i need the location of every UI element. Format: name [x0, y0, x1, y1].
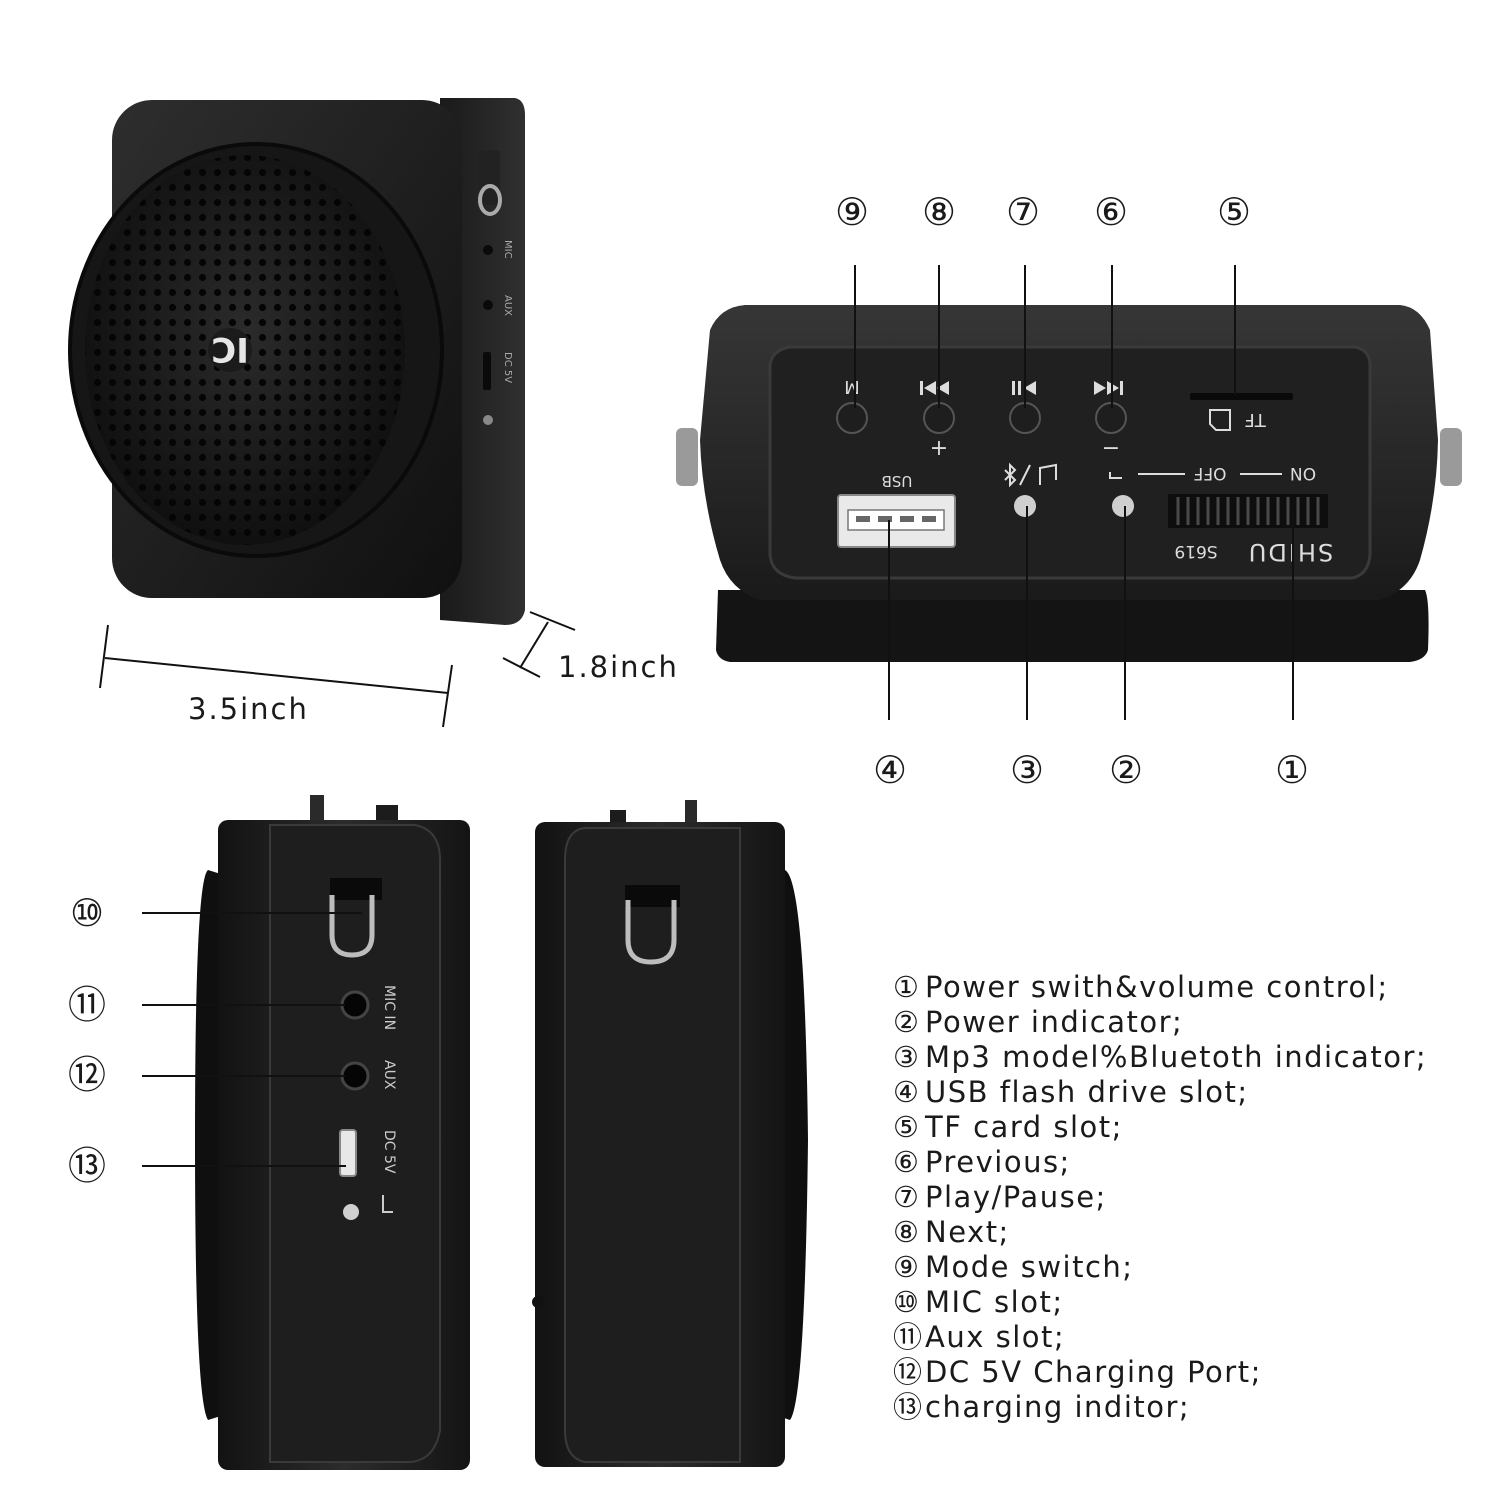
- front-aux-label: AUX: [502, 295, 513, 316]
- on-label: ON: [1290, 463, 1316, 483]
- side-mic-in-label: MIC IN: [381, 985, 397, 1030]
- charging-indicator: [343, 1204, 359, 1220]
- front-dc-label: DC 5V: [502, 352, 513, 383]
- dc5v-port: [339, 1129, 357, 1177]
- width-dimension-label: 3.5inch: [188, 692, 309, 726]
- callout-4: ④: [872, 748, 908, 792]
- callout-13: ⑬: [67, 1144, 106, 1188]
- front-mic-label: MIC: [502, 240, 513, 259]
- callout-9: ⑨: [834, 190, 870, 234]
- callout-11: ⑪: [67, 983, 106, 1027]
- callout-2: ②: [1108, 748, 1144, 792]
- depth-dim-line: [519, 621, 549, 669]
- width-dim-line: [104, 657, 449, 694]
- tf-card-slot[interactable]: [1190, 393, 1293, 400]
- legend-item: ⑪Aux slot;: [893, 1320, 1066, 1354]
- callout-5: ⑤: [1216, 190, 1252, 234]
- legend-item: ⑫DC 5V Charging Port;: [893, 1355, 1262, 1389]
- callout-1: ①: [1274, 748, 1310, 792]
- mp3-bluetooth-indicator: [1014, 495, 1036, 517]
- side-dc-label: DC 5V: [381, 1130, 397, 1174]
- power-indicator: [1112, 495, 1134, 517]
- brand-label: SHIDU: [1247, 538, 1333, 566]
- logo-text: IC: [211, 329, 249, 369]
- mic-in-jack: [340, 990, 370, 1020]
- depth-dimension-label: 1.8inch: [558, 650, 679, 684]
- plus-label: +: [930, 436, 948, 461]
- callout-12: ⑫: [67, 1053, 106, 1097]
- usb-label: USB: [882, 472, 913, 490]
- tf-label: TF: [1244, 409, 1266, 430]
- bluetooth-music-icon: [1004, 462, 1057, 488]
- logo-badge: [208, 328, 252, 372]
- mode-button[interactable]: [836, 402, 868, 434]
- play-pause-icon: [1012, 381, 1036, 395]
- minus-label: −: [1102, 436, 1120, 461]
- side-view-right: [532, 800, 808, 1467]
- off-label: OFF: [1194, 463, 1227, 483]
- model-label: S619: [1174, 541, 1217, 561]
- side-aux-label: AUX: [381, 1060, 397, 1090]
- next-icon: [920, 381, 949, 395]
- legend-item: ⑬charging inditor;: [893, 1390, 1191, 1424]
- tf-card-icon: [1209, 409, 1231, 431]
- callout-10: ⑩: [69, 891, 105, 935]
- callout-7: ⑦: [1005, 190, 1041, 234]
- aux-jack: [340, 1061, 370, 1091]
- side-view-left: MIC IN AUX DC 5V: [195, 795, 470, 1470]
- callout-3: ③: [1009, 748, 1045, 792]
- callout-8: ⑧: [921, 190, 957, 234]
- callout-6: ⑥: [1093, 190, 1129, 234]
